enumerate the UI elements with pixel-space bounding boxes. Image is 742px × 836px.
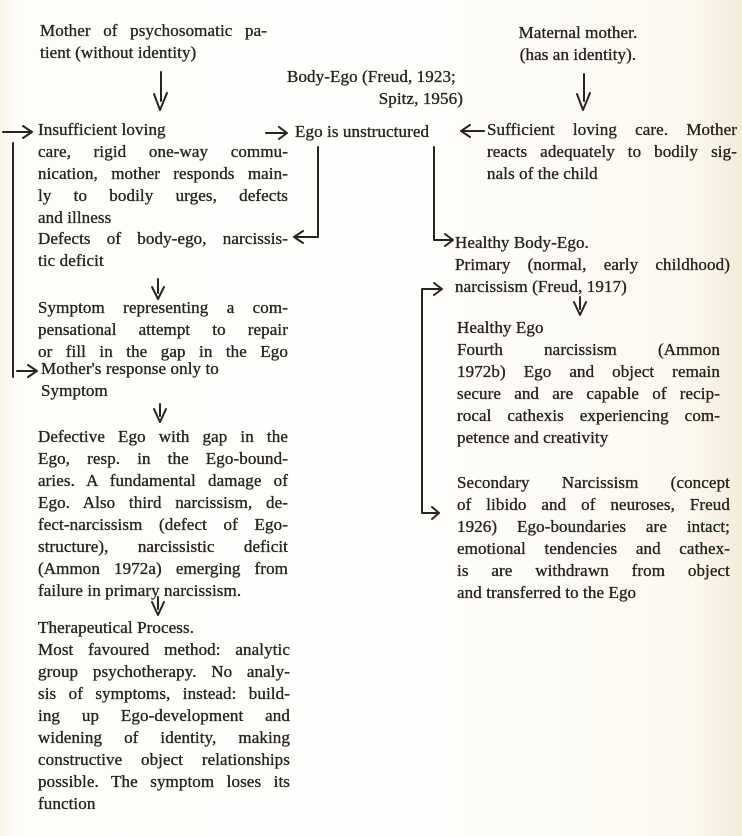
text-line: Insufficient loving (38, 120, 166, 139)
text-line: ly to bodily urges, defects (38, 186, 288, 205)
text-line: failure in primary narcissism. (38, 581, 242, 600)
text-line: (Ammon 1972a) emerging from (38, 559, 288, 578)
arrow-down-to-healthy-ego-icon (573, 296, 587, 316)
text-line: petence and creativity (457, 428, 609, 447)
text-line: care, rigid one-way commu- (38, 142, 288, 161)
text-line: widening of identity, making (38, 728, 290, 747)
text-line: 1972b) Ego and object remain (457, 362, 720, 381)
text-line: or fill in the gap in the Ego (38, 342, 288, 361)
block-mothers-response: Mother's response only to Symptom (41, 358, 291, 402)
block-defects-of-body-ego: Defects of body-ego, narcissis-tic defic… (38, 228, 288, 272)
text-line: Body-Ego (Freud, 1923; (287, 67, 456, 86)
text-line: sis of symptoms, instead: build- (38, 684, 290, 703)
text-line: and transferred to the Ego (457, 583, 637, 602)
text-line: Sufficient loving care. Mother (487, 120, 737, 139)
text-line: (has an identity). (519, 45, 637, 64)
text-line: Secondary Narcissism (concept (457, 473, 730, 492)
text-line: Ego, resp. in the Ego-bound- (38, 449, 288, 468)
text-line: nication, mother responds main- (38, 164, 288, 183)
text-line: tic deficit (38, 251, 104, 270)
text-line: Mother of psychosomatic pa- (40, 21, 267, 40)
text-line: Therapeutical Process. (38, 618, 195, 637)
text-line: and illness (38, 208, 112, 227)
block-sufficient-loving-care: Sufficient loving care. Mother reacts ade… (487, 119, 737, 185)
text-line: emotional tendencies and cathex- (457, 539, 730, 558)
arrow-into-insufficient-loving-icon (2, 125, 33, 139)
arrow-down-from-maternal-mother-icon (576, 73, 591, 111)
block-insufficient-loving-care: Insufficient loving care, rigid one-way c… (38, 119, 288, 229)
arrow-down-to-symptom-block-icon (151, 278, 165, 300)
text-line: Maternal mother. (518, 23, 638, 42)
text-line: Healthy Ego (457, 318, 544, 337)
feedback-line-left-to-mothers-response-icon (12, 142, 38, 378)
text-line: nals of the child (487, 164, 598, 183)
text-line: Fourth narcissism (Ammon (457, 340, 720, 359)
text-line: Most favoured method: analytic (38, 640, 290, 659)
block-healthy-body-ego: Healthy Body-Ego. Primary (normal, early … (455, 232, 730, 298)
text-line: structure), narcissistic deficit (38, 537, 288, 556)
text-line: constructive object relationships (38, 750, 290, 769)
text-line: Defects of body-ego, narcissis- (38, 229, 288, 248)
text-line: group psychotherapy. No analy- (38, 662, 290, 681)
text-line: function (38, 794, 96, 813)
text-line: Symptom representing a com- (38, 298, 288, 317)
text-line: Healthy Body-Ego. (455, 233, 589, 252)
text-line: secure and are capable of recip- (457, 384, 720, 403)
text-line: reacts adequately to bodily sig- (487, 142, 737, 161)
label-psychosomatic-mother: Mother of psychosomatic pa-tient (withou… (40, 20, 267, 64)
text-line: possible. The symptom loses its (38, 772, 290, 791)
block-symptom-compensational: Symptom representing a com-pensational a… (38, 297, 288, 363)
text-line: rocal cathexis experiencing com- (457, 406, 720, 425)
text-line: pensational attempt to repair (38, 320, 288, 339)
text-line: is are withdrawn from object (457, 561, 730, 580)
feedback-line-right-narcissism-icon (421, 282, 443, 520)
block-secondary-narcissism: Secondary Narcissism (concept of libido a… (457, 472, 730, 604)
connector-ego-unstructured-to-defects-icon (293, 146, 319, 244)
block-therapeutical-process: Therapeutical Process. Most favoured meth… (38, 617, 290, 815)
text-line: Defective Ego with gap in the (38, 427, 288, 446)
text-line: aries. A fundamental damage of (38, 471, 288, 490)
text-line: narcissism (Freud, 1917) (455, 277, 627, 296)
text-line: Ego. Also third narcissism, de- (38, 493, 288, 512)
text-line: tient (without identity) (40, 43, 197, 62)
text-line: 1926) Ego-boundaries are intact; (457, 517, 730, 536)
arrow-into-ego-unstructured-right-icon (460, 124, 485, 138)
connector-ego-unstructured-to-healthy-body-ego-icon (433, 146, 454, 247)
label-body-ego: Body-Ego (Freud, 1923; Spitz, 1956) (287, 66, 468, 110)
text-line: ing up Ego-development and (38, 706, 290, 725)
text-line: of libido and of neuroses, Freud (457, 495, 730, 514)
arrow-down-to-defective-ego-icon (153, 403, 167, 423)
text-line: fect-narcissism (defect of Ego- (38, 515, 288, 534)
text-line: Mother's response only to (41, 359, 219, 378)
label-maternal-mother: Maternal mother. (has an identity). (492, 22, 664, 66)
node-ego-is-unstructured: Ego is unstructured (295, 122, 430, 141)
text-line: Symptom (41, 381, 108, 400)
text-line: Primary (normal, early childhood) (455, 255, 730, 274)
arrow-down-from-psychosomatic-mother-icon (153, 71, 168, 111)
text-line: Spitz, 1956) (378, 89, 464, 108)
